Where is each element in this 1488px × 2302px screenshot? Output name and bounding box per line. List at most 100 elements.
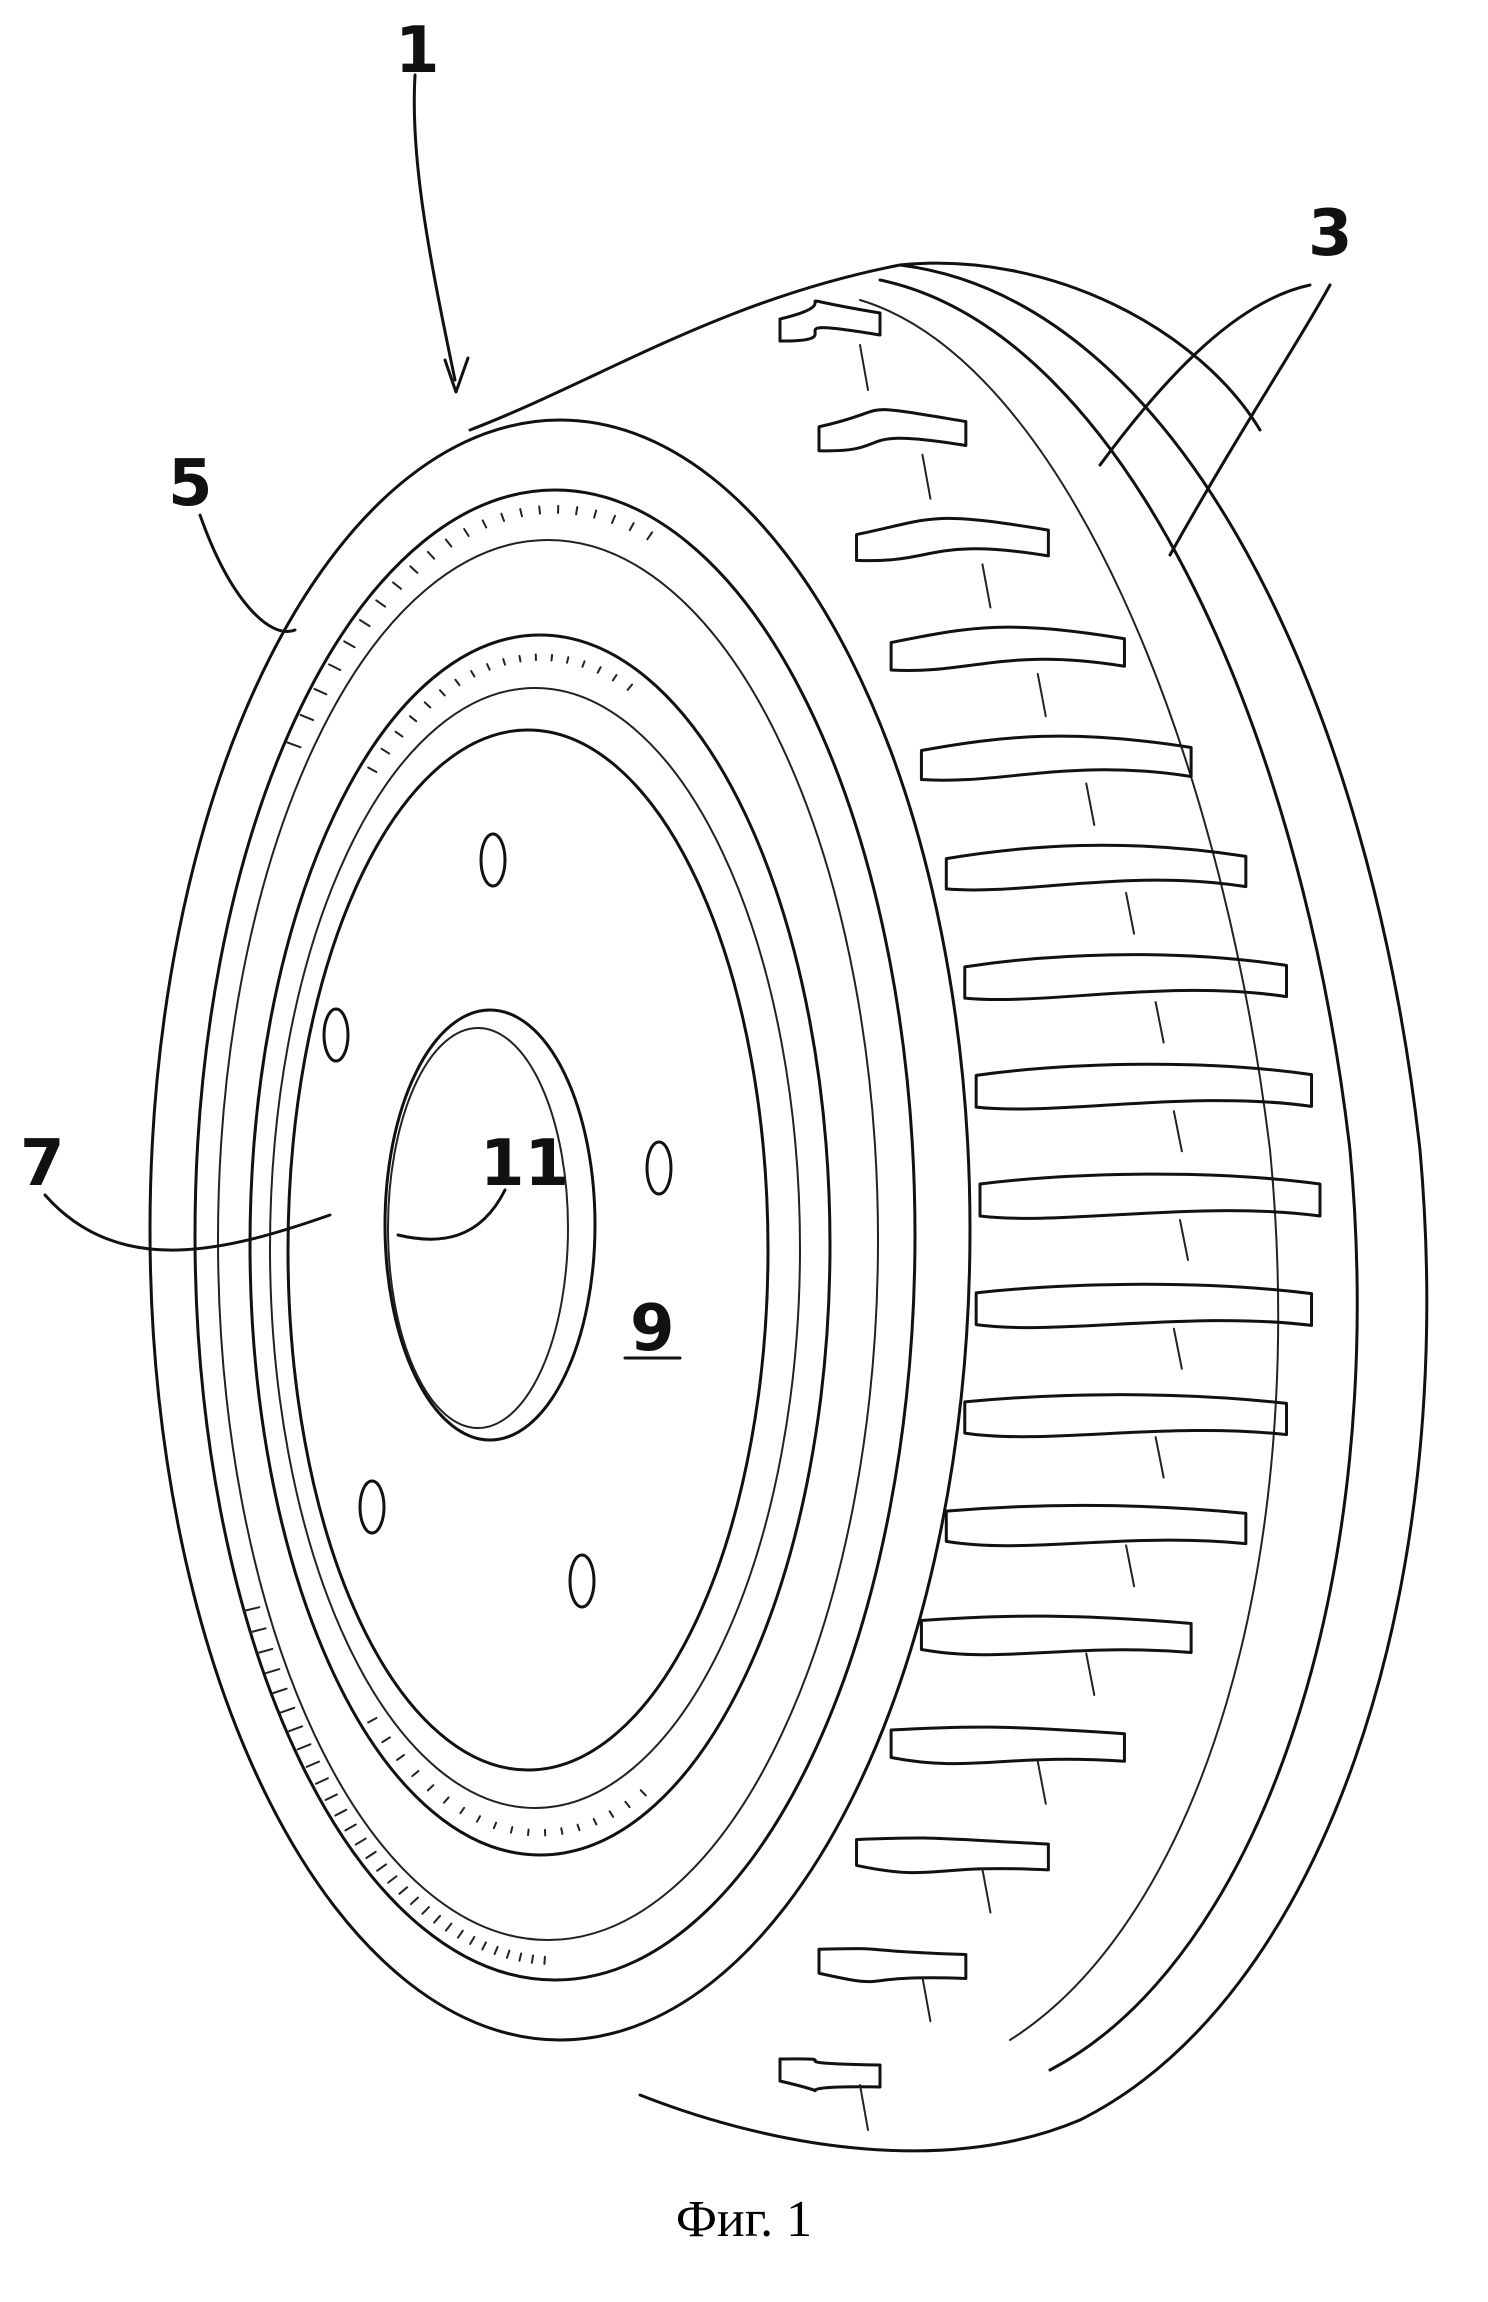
hatch-line <box>279 1706 296 1714</box>
hatch-line <box>358 619 371 628</box>
hatch-line <box>470 670 476 678</box>
rim-ring-5 <box>269 687 801 1809</box>
tread-inner-contour <box>878 278 1359 2072</box>
figure-caption: Фиг. 1 <box>675 2191 813 2248</box>
hatch-line <box>486 663 491 671</box>
tread-lug <box>974 1062 1314 1111</box>
tread-lug <box>974 1282 1314 1330</box>
hatch-line <box>530 1954 535 1964</box>
hatch-line <box>423 701 432 709</box>
hatch-line <box>596 666 602 674</box>
hatch-line <box>628 522 635 532</box>
tread-lug <box>963 1393 1289 1439</box>
tread-sipe <box>921 453 932 500</box>
hatch-line <box>459 1806 466 1815</box>
hatch-line <box>387 1875 398 1884</box>
hatch-line <box>476 1815 482 1823</box>
bolt-hole <box>645 1140 673 1196</box>
hatch-line <box>581 660 586 668</box>
tread-lug <box>919 1614 1193 1657</box>
hatch-line <box>354 1837 367 1846</box>
hatch-line <box>442 1796 450 1804</box>
leader-11 <box>396 1188 507 1241</box>
label-11: 11 <box>480 1127 569 1201</box>
hatch-line <box>444 538 453 548</box>
tread-lug <box>889 1725 1126 1766</box>
hatch-line <box>527 1828 530 1837</box>
tread-sipe <box>921 1976 932 2023</box>
tread-sipe <box>859 2084 869 2131</box>
hatch-line <box>481 1941 487 1951</box>
hatch-line <box>343 640 356 649</box>
hub-disc <box>322 832 673 1609</box>
hatch-line <box>392 581 403 590</box>
hatch-line <box>305 1760 320 1768</box>
hatch-line <box>367 766 378 774</box>
hatch-line <box>263 1668 281 1675</box>
hatch-line <box>438 689 446 697</box>
hatch-line <box>608 1810 615 1818</box>
tread-lug <box>944 843 1248 892</box>
label-1: 1 <box>395 14 440 88</box>
leader-1 <box>412 73 457 382</box>
hatch-line <box>421 1906 430 1915</box>
hatch-line <box>426 550 436 560</box>
leader-3a <box>1098 283 1312 467</box>
label-9: 9 <box>630 1292 675 1366</box>
hatch-line <box>396 1754 405 1761</box>
tread-sipe <box>1172 1110 1183 1153</box>
tread-lug <box>855 516 1050 563</box>
hatch-line <box>576 1823 581 1832</box>
hatch-line <box>409 565 419 574</box>
rim-ring-3 <box>217 539 879 1941</box>
tread-lug <box>817 408 968 453</box>
hatch-line <box>313 687 328 696</box>
hatch-line <box>509 1826 514 1834</box>
hatch-line <box>433 1914 442 1924</box>
tread-sipe <box>981 563 992 609</box>
tread-lug <box>978 1172 1322 1220</box>
hatch-line <box>242 1606 261 1612</box>
tread-lug <box>889 625 1126 672</box>
tread-sipe <box>981 1868 992 1914</box>
tread-lug <box>919 734 1193 782</box>
hatch-line <box>411 1770 420 1778</box>
leader-lines <box>43 73 1332 1360</box>
hatch-line <box>380 747 391 755</box>
tread-sipe <box>1172 1327 1183 1370</box>
hatch-line <box>575 506 579 516</box>
hatch-line <box>518 654 522 663</box>
hatch-line <box>502 658 506 666</box>
hatch-line <box>518 1952 523 1962</box>
tread-sipe <box>859 344 869 391</box>
tread-sipe <box>1036 673 1047 718</box>
hatch-line <box>367 1716 378 1724</box>
tread-mid-contour <box>859 299 1280 2041</box>
hatch-line <box>256 1647 274 1655</box>
tread-top-edge <box>468 261 1262 432</box>
tread-lug <box>778 299 882 343</box>
hatch-line <box>381 1736 391 1744</box>
leader-3b <box>1168 283 1332 557</box>
hatch-line <box>394 730 404 738</box>
hatch-line <box>409 1896 419 1906</box>
hub-center-bore-outer <box>383 1008 597 1442</box>
hatch-line <box>299 713 315 722</box>
hatch-line <box>314 1777 329 1785</box>
label-3: 3 <box>1308 197 1353 271</box>
hatch-line <box>592 1817 598 1826</box>
leader-1-arrow <box>443 356 470 394</box>
hatch-line <box>408 715 418 723</box>
label-5: 5 <box>168 447 213 521</box>
hatch-line <box>249 1627 267 1634</box>
hatch-line <box>639 1789 647 1797</box>
tread-lugs <box>778 299 1322 2131</box>
hatch-line <box>327 663 342 672</box>
hatch-line <box>463 528 470 537</box>
hatch-line <box>426 1784 435 1792</box>
hatch-line <box>646 531 654 541</box>
hatch-line <box>481 519 488 529</box>
hatch-line <box>505 1949 511 1959</box>
tread-sipe <box>1154 1001 1165 1044</box>
hatch-line <box>444 1922 453 1932</box>
